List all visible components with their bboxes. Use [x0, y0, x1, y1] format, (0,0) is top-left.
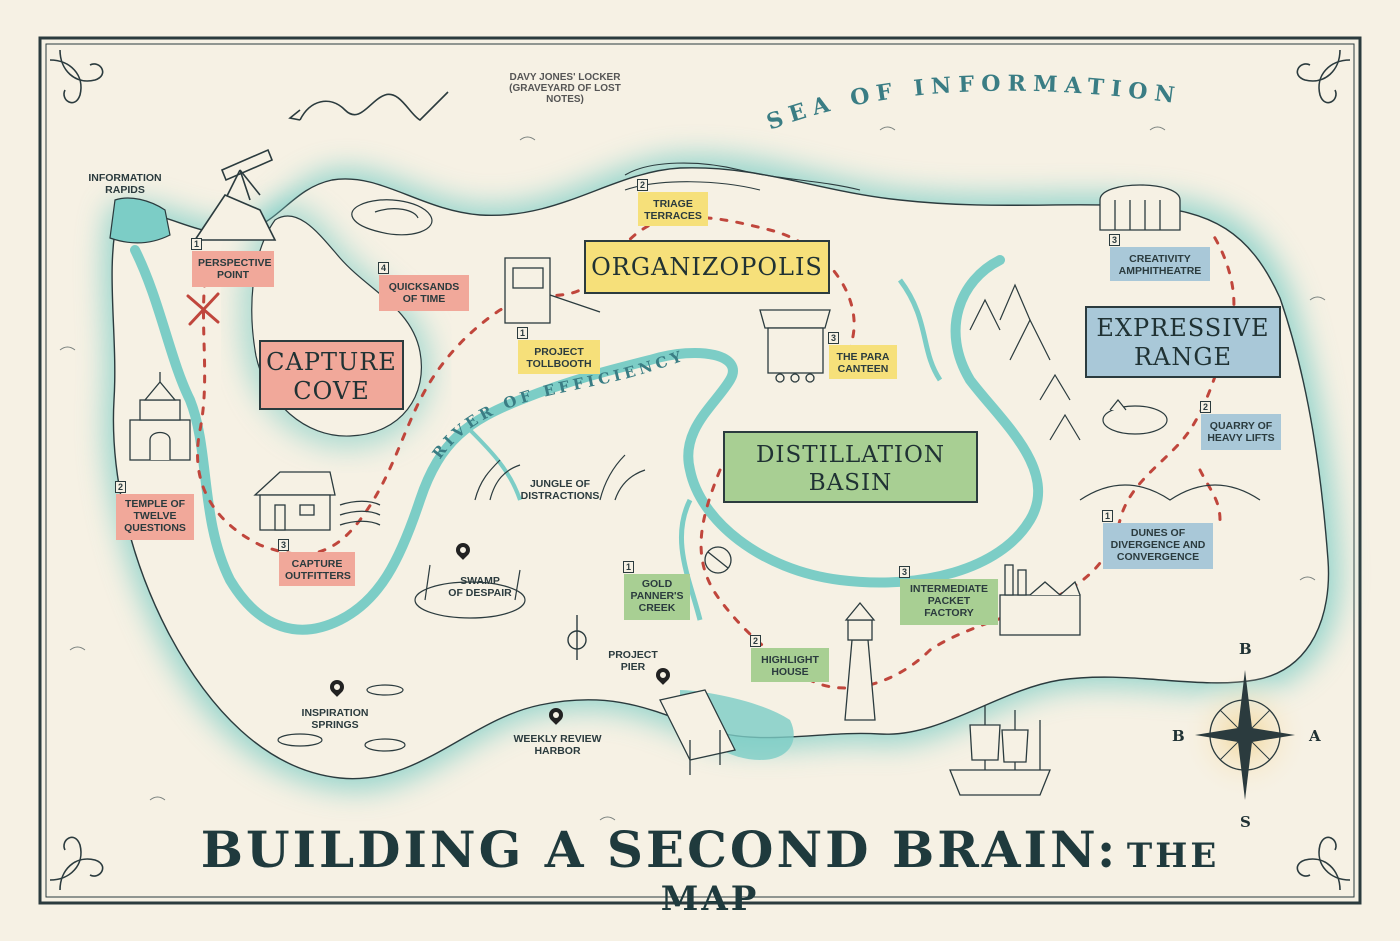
- gold-pan-icon: [705, 547, 731, 573]
- sea-serpent-icon: [290, 92, 448, 120]
- canteen-icon: [760, 310, 830, 382]
- telescope-icon: [195, 150, 275, 240]
- waterfall-icon: [110, 198, 170, 243]
- compass-rose-icon: [1180, 670, 1310, 800]
- title-main: BUILDING A SECOND BRAIN:: [201, 820, 1119, 879]
- step-number: 1: [623, 561, 634, 573]
- amphitheatre-icon: [1100, 185, 1180, 230]
- step-number: 2: [1200, 401, 1211, 413]
- davy-jones-locker-label: DAVY JONES' LOCKER(GRAVEYARD OF LOST NOT…: [490, 72, 640, 105]
- map-title: BUILDING A SECOND BRAIN: THE MAP: [180, 820, 1240, 919]
- step-number: 1: [1102, 510, 1113, 522]
- step-number: 3: [828, 332, 839, 344]
- step-number: 1: [191, 238, 202, 250]
- sea-of-information-label: SEA OF INFORMATION: [763, 71, 1183, 136]
- step-number: 1: [517, 327, 528, 339]
- step-number: 3: [899, 566, 910, 578]
- step-number: 2: [750, 635, 761, 647]
- organizopolis-region: ORGANIZOPOLIS: [584, 240, 830, 294]
- compass-east: A: [1309, 727, 1321, 745]
- step-number: 3: [278, 539, 289, 551]
- compass-north: B: [1239, 640, 1252, 658]
- step-number: 2: [637, 179, 648, 191]
- step-number: 3: [1109, 234, 1120, 246]
- compass-south: S: [1240, 813, 1251, 831]
- step-number: 4: [378, 262, 389, 274]
- compass-west: B: [1172, 727, 1185, 745]
- lighthouse-icon: [845, 603, 875, 720]
- step-number: 2: [115, 481, 126, 493]
